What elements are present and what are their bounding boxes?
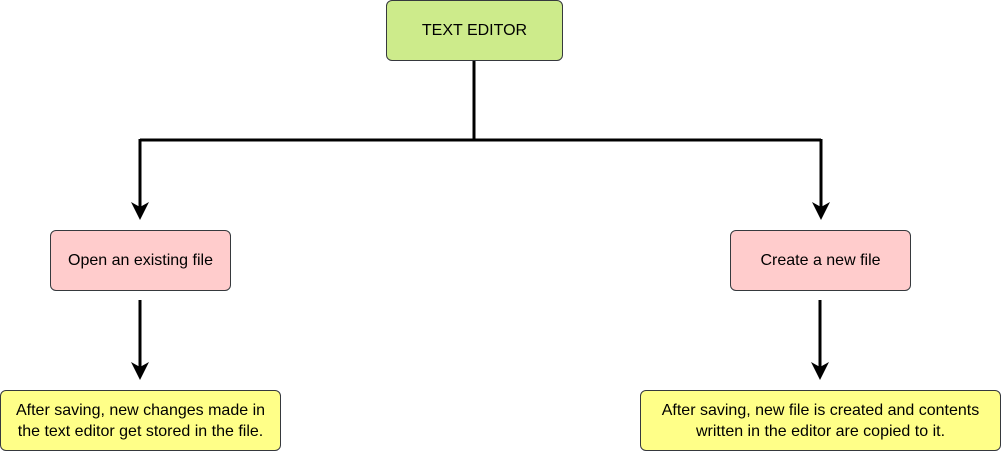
open-note-text: After saving, new changes made in the te… [15,401,266,440]
create-file-note: After saving, new file is created and co… [640,390,1001,451]
branch-node-create-new-file: Create a new file [730,230,911,291]
root-node-text-editor: TEXT EDITOR [386,0,563,61]
branch-node-open-existing-file: Open an existing file [50,230,231,291]
root-node-label: TEXT EDITOR [421,22,528,39]
arrow-to-open-node [131,139,149,220]
open-file-note: After saving, new changes made in the te… [0,390,281,451]
open-node-label: Open an existing file [68,252,213,269]
arrow-to-create-note [811,300,829,380]
create-node-label: Create a new file [760,252,881,269]
arrow-to-open-note [131,300,149,380]
create-note-text: After saving, new file is created and co… [661,401,980,440]
arrow-to-create-node [812,139,830,220]
